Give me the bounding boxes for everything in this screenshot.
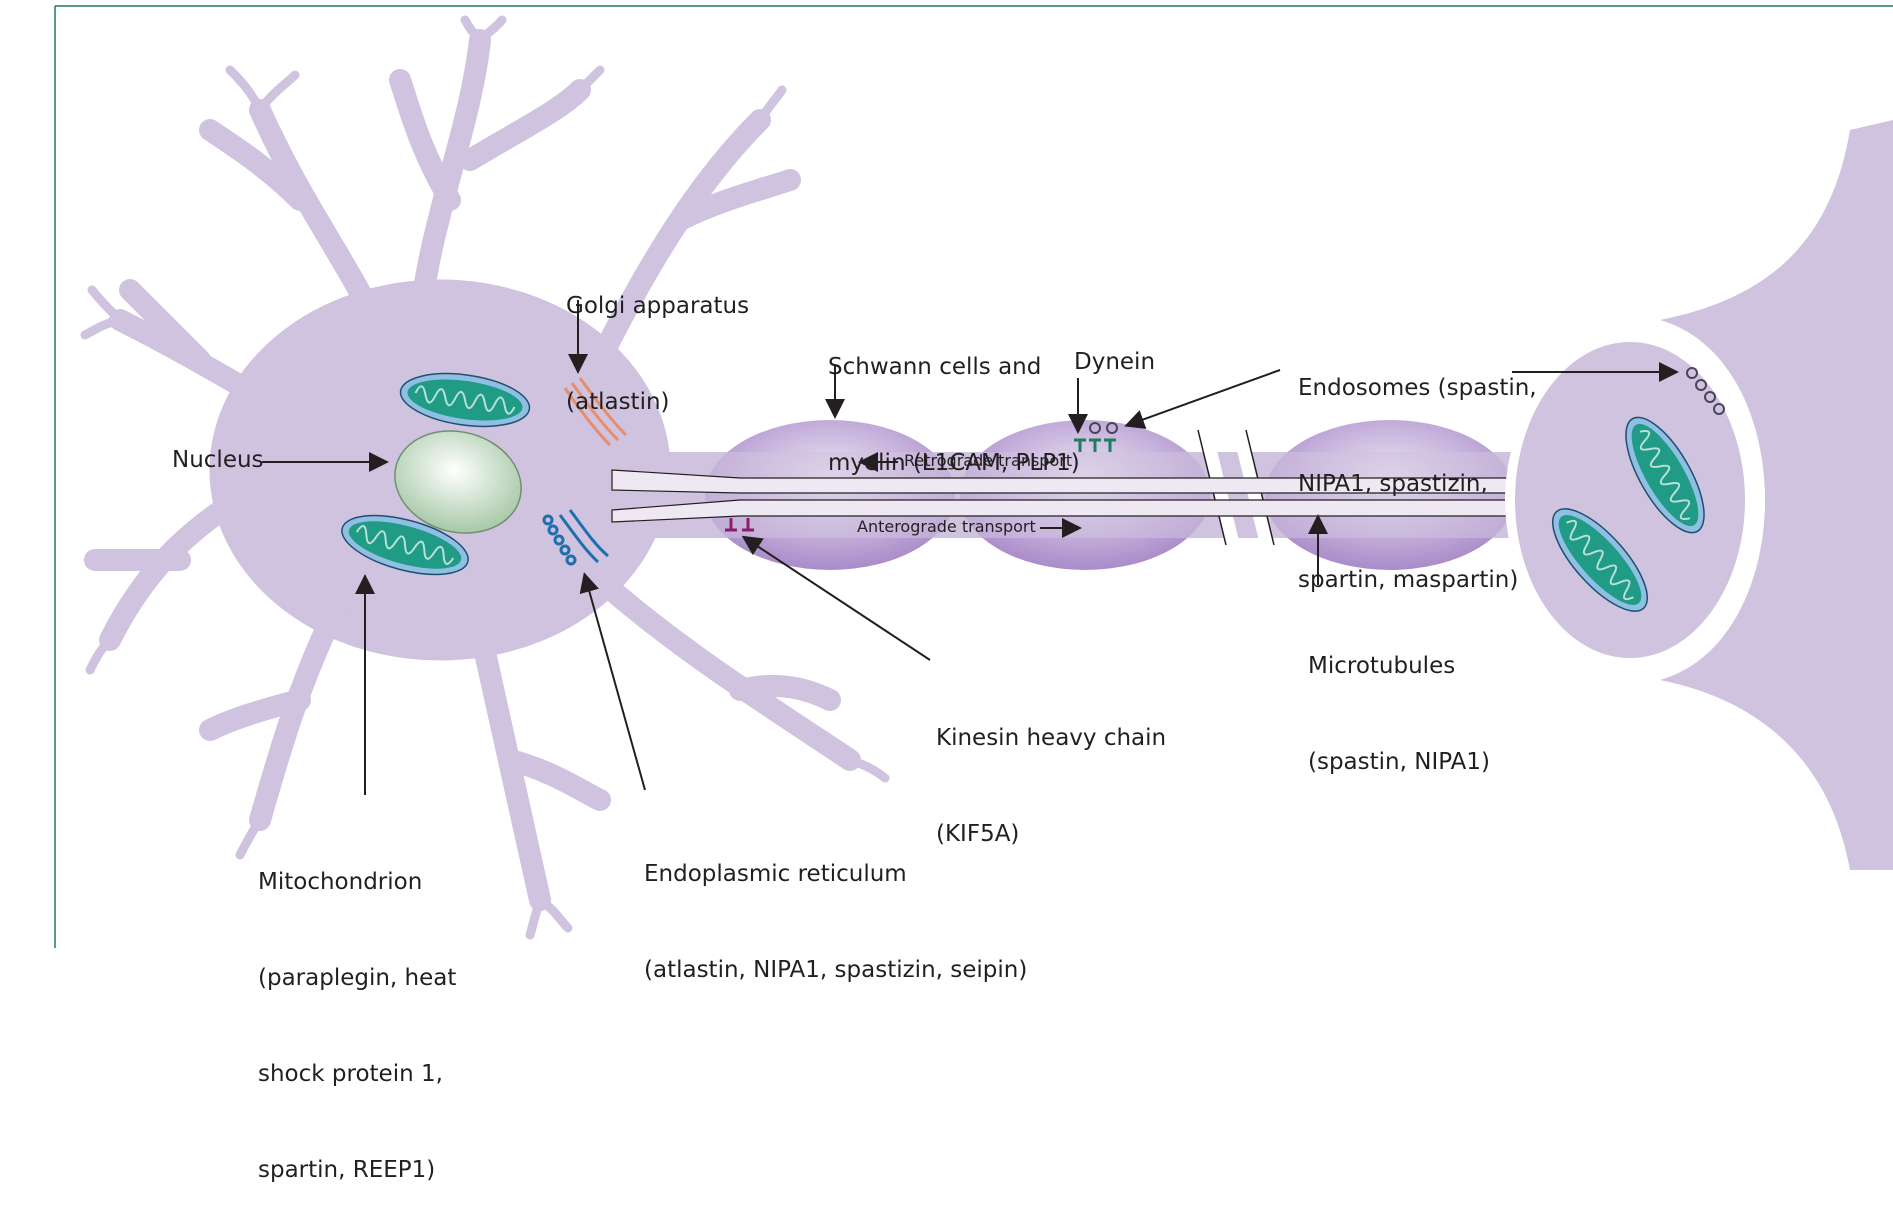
label-mitochondrion: Mitochondrion (paraplegin, heat shock pr… (258, 802, 456, 1218)
nucleus-shape (394, 430, 522, 534)
label-er: Endoplasmic reticulum (atlastin, NIPA1, … (644, 794, 1027, 1018)
label-kinesin-line1: Kinesin heavy chain (936, 725, 1167, 751)
label-mito-line1: Mitochondrion (258, 869, 423, 895)
label-schwann: Schwann cells and myelin (L1CAM, PLP1) (828, 287, 1080, 511)
label-retrograde: Retrograde transport (904, 451, 1073, 470)
label-dynein: Dynein (1074, 349, 1156, 375)
label-endosomes-line2: NIPA1, spastizin, (1298, 471, 1488, 497)
label-mito-line2: (paraplegin, heat (258, 965, 457, 991)
kinesin-shape (725, 518, 754, 532)
kinesin-arrow (741, 535, 931, 661)
label-golgi-line2: (atlastin) (566, 389, 670, 415)
label-mito-line4: spartin, REEP1) (258, 1157, 436, 1183)
label-golgi: Golgi apparatus (atlastin) (566, 226, 749, 450)
dynein-shape (1074, 438, 1116, 452)
label-er-line2: (atlastin, NIPA1, spastizin, seipin) (644, 957, 1028, 983)
schwann-cells (610, 420, 1570, 570)
label-endosomes-line3: spartin, maspartin) (1298, 567, 1519, 593)
label-nucleus: Nucleus (172, 447, 264, 473)
label-kinesin-line2: (KIF5A) (936, 821, 1020, 847)
label-microtubules-line2: (spastin, NIPA1) (1308, 749, 1490, 775)
label-mito-line3: shock protein 1, (258, 1061, 443, 1087)
golgi-shape (563, 377, 628, 447)
axon-terminal (1505, 120, 1893, 870)
label-microtubules-line1: Microtubules (1308, 653, 1456, 679)
label-anterograde: Anterograde transport (857, 517, 1036, 536)
er-arrow (579, 572, 646, 791)
neuron-diagram (54, 5, 1893, 948)
label-microtubules: Microtubules (spastin, NIPA1) (1308, 586, 1490, 810)
label-endosomes: Endosomes (spastin, NIPA1, spastizin, sp… (1298, 308, 1537, 628)
mitochondria (341, 372, 1705, 612)
label-golgi-line1: Golgi apparatus (566, 293, 750, 319)
label-endosomes-line1: Endosomes (spastin, (1298, 375, 1537, 401)
label-er-line1: Endoplasmic reticulum (644, 861, 907, 887)
endosome-arrow-left (1124, 369, 1281, 429)
figure-frame: Golgi apparatus (atlastin) Schwann cells… (54, 5, 1893, 1183)
label-schwann-line1: Schwann cells and (828, 354, 1042, 380)
label-kinesin: Kinesin heavy chain (KIF5A) (936, 658, 1166, 882)
er-shape (542, 509, 609, 566)
endosome-vesicles (1089, 367, 1725, 434)
label-schwann-line2: myelin (L1CAM, PLP1) (828, 450, 1080, 476)
